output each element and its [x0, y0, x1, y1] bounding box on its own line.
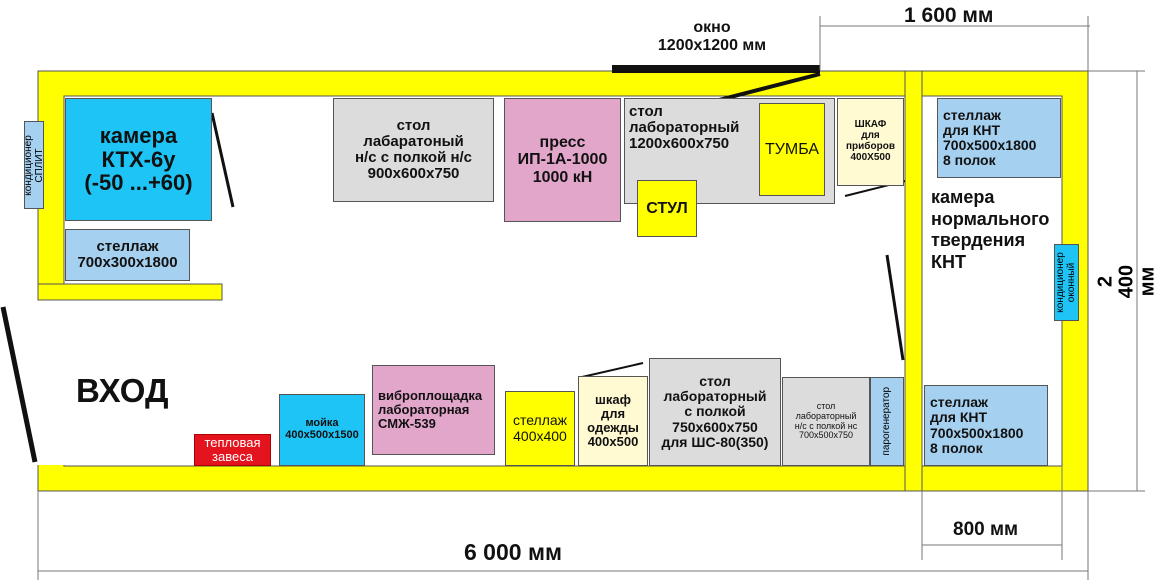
cabinet-pedestal: ТУМБА [759, 103, 825, 196]
knt-rack-top-label: стеллаж для КНТ 700х500х1800 8 полок [943, 106, 1037, 169]
steam-generator: парогенератор [870, 377, 904, 466]
window-ac-unit: кондиционер оконный [1054, 244, 1079, 321]
knt-rack-top: стеллаж для КНТ 700х500х1800 8 полок [937, 98, 1061, 178]
dim-label-2400: 2 400 мм [1094, 264, 1159, 298]
vibro-platform-label: виброплощадка лабораторная СМЖ-539 [378, 387, 483, 432]
entrance-label: ВХОД [76, 372, 169, 409]
sink: мойка 400х500х1500 [279, 394, 365, 466]
rack-400: стеллаж 400х400 [505, 391, 575, 466]
split-ac-unit: кондиционер СПЛИТ [22, 121, 45, 209]
climate-chamber-door [210, 112, 235, 208]
lab-table-1200-label: стол лабораторный 1200х600х750 [629, 103, 740, 153]
knt-rack-bottom: стеллаж для КНТ 700х500х1800 8 полок [924, 385, 1048, 466]
lab-table-shelf: стол лабаратоный н/с с полкой н/с 900х60… [333, 98, 494, 202]
entrance-opening [34, 300, 67, 465]
instrument-cabinet: ШКАФ для приборов 400Х500 [837, 98, 904, 186]
dim-label-800: 800 мм [953, 519, 1019, 540]
air-curtain: тепловая завеса [194, 434, 271, 466]
climate-chamber: камера КТХ-6у (-50 ...+60) [65, 98, 212, 221]
chamber-door [885, 254, 905, 361]
window-sash [714, 72, 821, 103]
dim-label-1600: 1 600 мм [904, 4, 994, 27]
dim-label-6000: 6 000 мм [464, 539, 562, 565]
split-ac-label: кондиционер СПЛИТ [22, 134, 45, 196]
partition-wall [904, 70, 923, 492]
lab-table-shs80: стол лабораторный с полкой 750х600х750 д… [649, 358, 781, 466]
rack-700: стеллаж 700х300х1800 [65, 229, 190, 281]
chair: СТУЛ [637, 180, 697, 237]
small-lab-table: стол лабораторный н/с с полкой нс 700х50… [782, 377, 870, 466]
window-ac-label: кондиционер оконный [1055, 252, 1077, 313]
window-label: окно 1200х1200 мм [657, 19, 767, 55]
entrance-door [0, 306, 38, 463]
press: пресс ИП-1А-1000 1000 кН [504, 98, 621, 222]
clothes-cabinet-door-line [581, 362, 644, 378]
vibro-platform: виброплощадка лабораторная СМЖ-539 [372, 365, 495, 455]
steam-generator-label: парогенератор [880, 387, 892, 456]
knt-rack-bottom-label: стеллаж для КНТ 700х500х1800 8 полок [930, 394, 1024, 456]
curing-chamber-label: камера нормального твердения КНТ [931, 187, 1050, 272]
clothes-cabinet: шкаф для одежды 400х500 [578, 376, 648, 466]
wall-ledge [37, 283, 223, 301]
